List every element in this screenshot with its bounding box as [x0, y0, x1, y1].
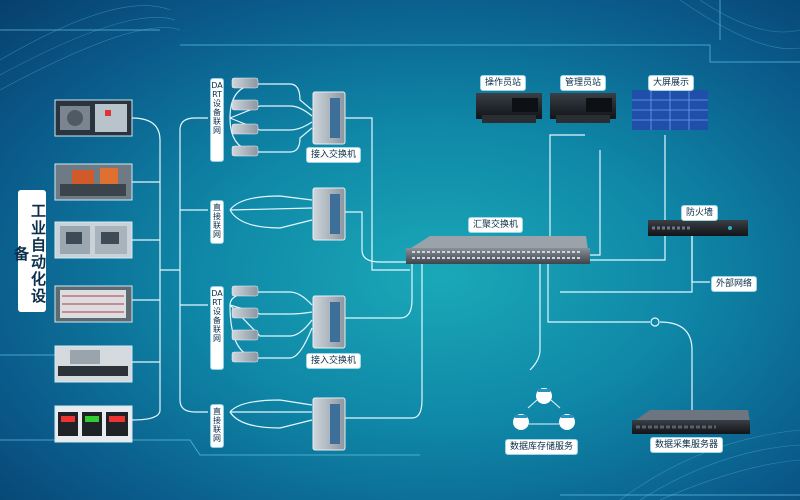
access-switch-1 — [312, 91, 346, 145]
group-label-dart-top: DART设备联网 — [210, 78, 224, 162]
group-label-dart-bottom: DART设备联网 — [210, 286, 224, 370]
firewall-device — [648, 220, 748, 236]
display-wall — [632, 90, 708, 130]
link-node — [650, 317, 660, 327]
external-network-label: 外部网络 — [711, 276, 758, 292]
access-switch-label-top: 接入交换机 — [306, 147, 362, 163]
device-photo-4 — [54, 285, 133, 323]
group-label-direct-top: 直接联网 — [210, 200, 224, 244]
access-switch-2 — [312, 187, 346, 241]
firewall-label: 防火墙 — [681, 205, 719, 221]
device-photo-2 — [54, 163, 133, 201]
aggregation-switch — [406, 236, 590, 264]
access-switch-3 — [312, 295, 346, 349]
aggregation-switch-label: 汇聚交换机 — [468, 217, 524, 233]
device-photo-3 — [54, 221, 133, 259]
manager-workstation — [550, 93, 616, 123]
manager-station-label: 管理员站 — [560, 75, 607, 91]
collector-server — [632, 410, 750, 434]
display-wall-label: 大屏展示 — [648, 75, 695, 91]
database-service-label: 数据库存储服务 — [505, 439, 579, 455]
device-photo-1 — [54, 99, 133, 137]
operator-station-label: 操作员站 — [480, 75, 527, 91]
access-switch-label-bottom: 接入交换机 — [306, 353, 362, 369]
device-photo-5 — [54, 345, 133, 383]
collector-server-label: 数据采集服务器 — [650, 437, 724, 453]
dart-adapters-bottom — [231, 285, 259, 363]
category-title: 工业自动化设备 — [12, 190, 47, 312]
group-label-direct-bottom: 直接联网 — [210, 404, 224, 448]
operator-workstation — [476, 93, 542, 123]
connection-lines — [131, 83, 710, 429]
dart-adapters-top — [231, 77, 259, 157]
device-photo-6 — [54, 405, 133, 443]
access-switch-4 — [312, 397, 346, 451]
database-cluster — [513, 388, 575, 430]
